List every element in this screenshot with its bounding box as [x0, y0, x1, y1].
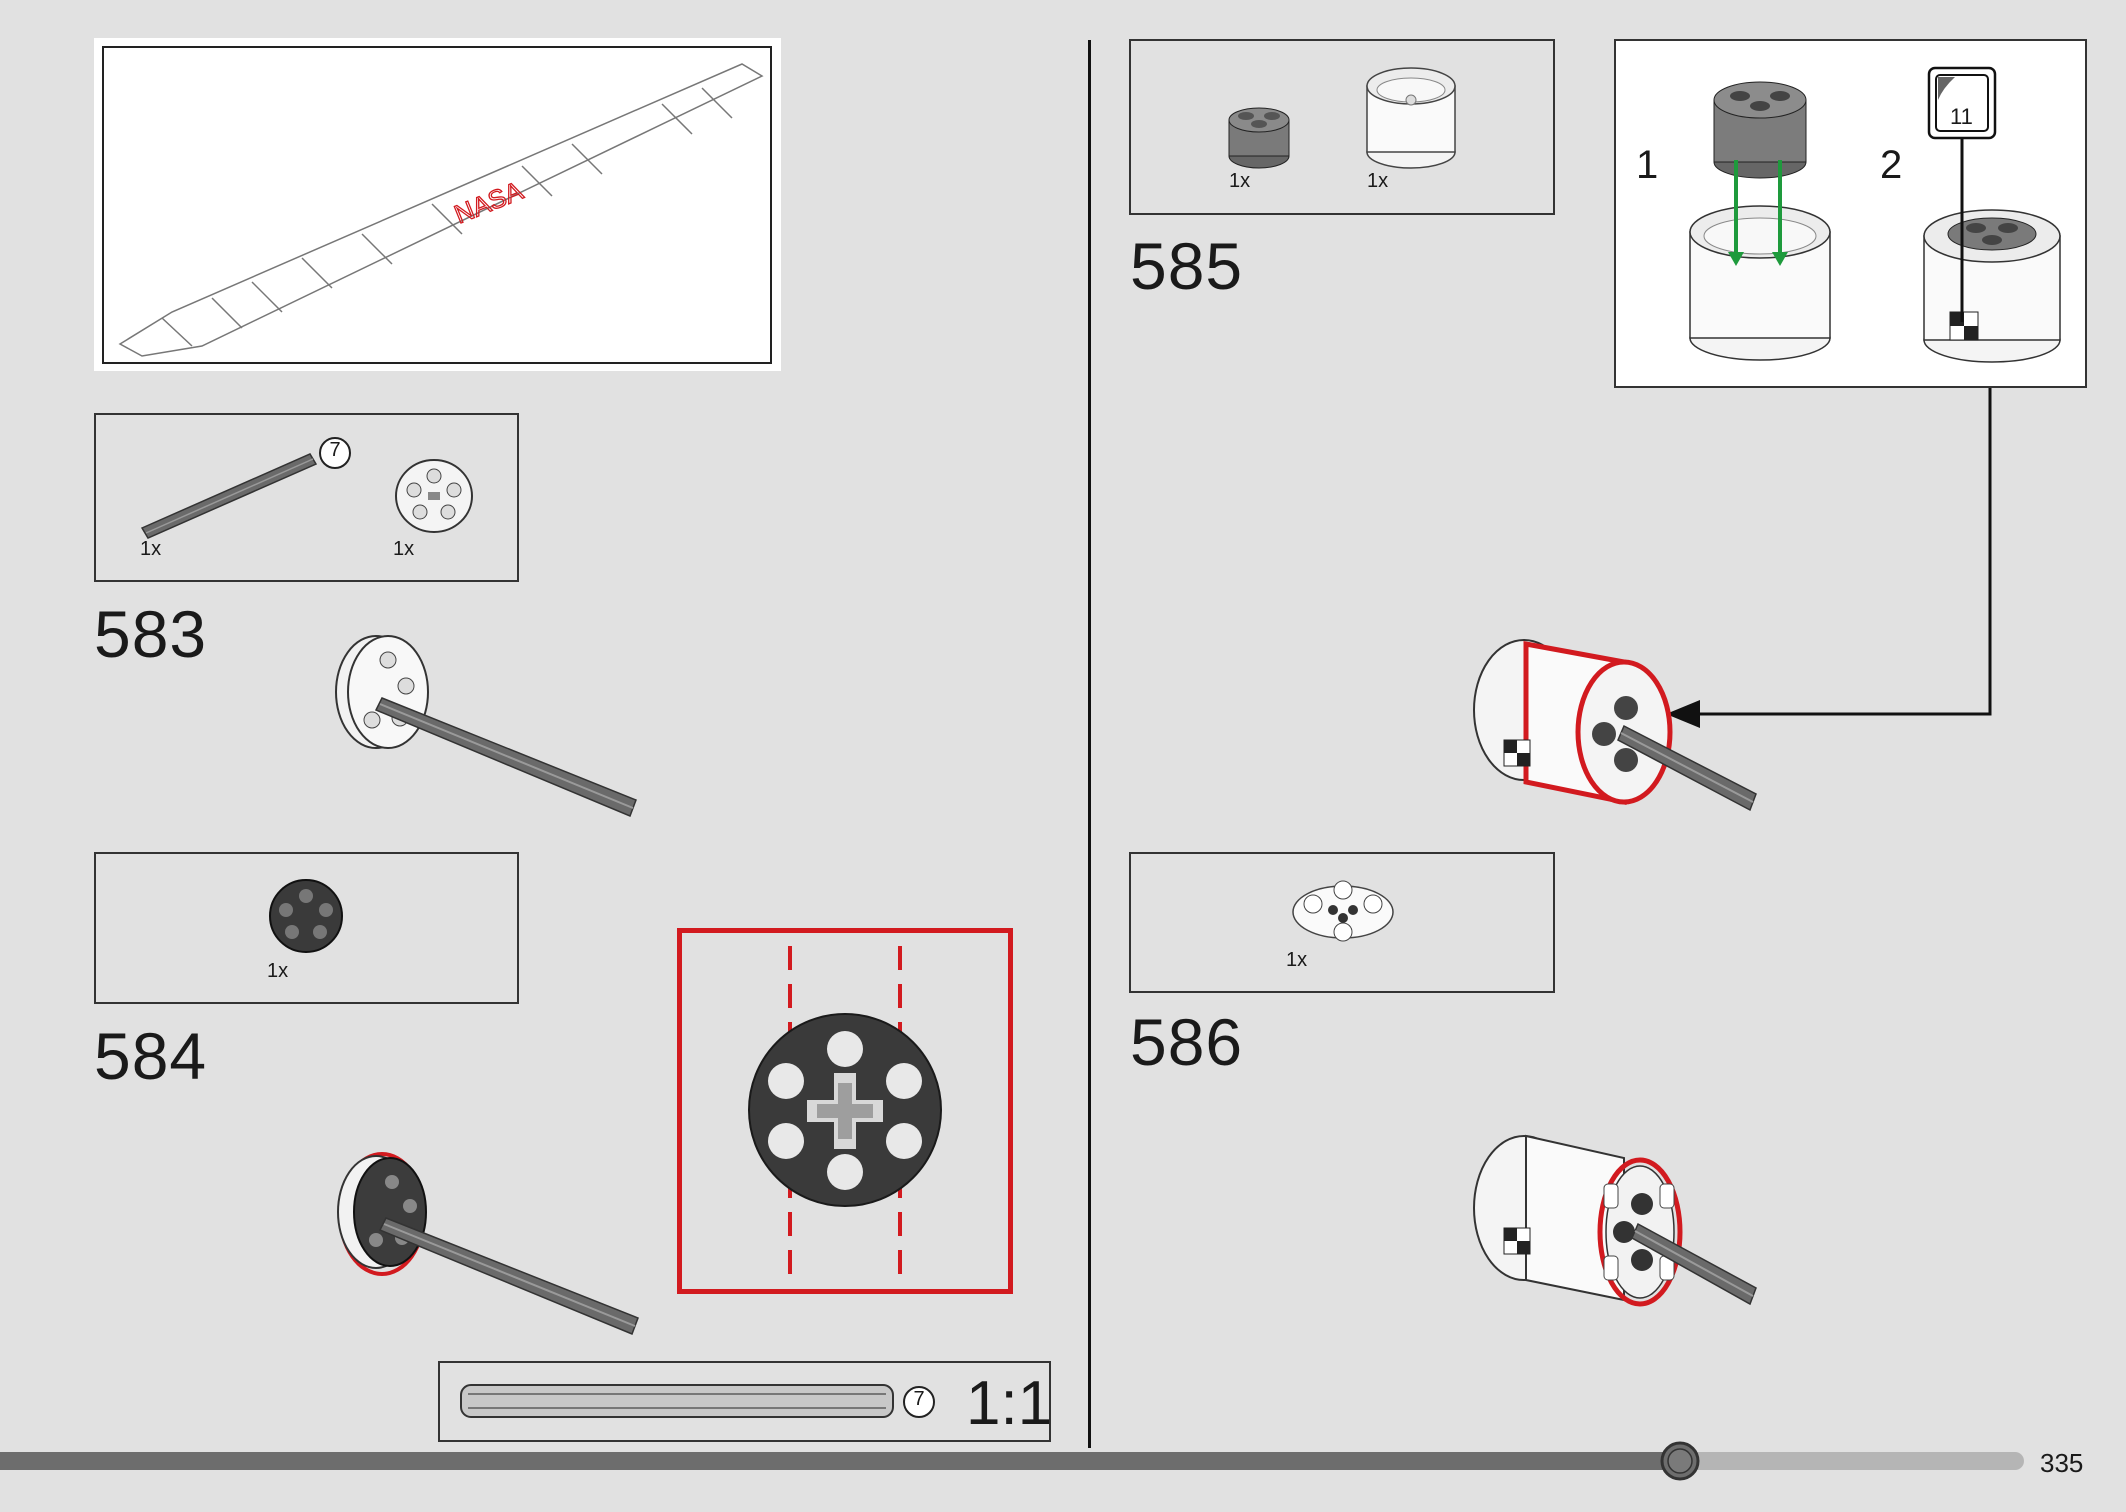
wheel-axle-assembly-583 [335, 635, 637, 817]
ruler-axle-icon [460, 1384, 894, 1418]
sticker-icon [1927, 66, 1997, 140]
page-divider [1088, 40, 1091, 1448]
wheel-axle-assembly-584 [337, 1152, 639, 1335]
axle-part-icon [140, 453, 318, 539]
progress-fill [0, 1452, 1680, 1470]
wheel-front-view [748, 946, 942, 1278]
orientation-callout [677, 928, 1013, 1294]
white-round-brick-part-icon [1366, 67, 1456, 169]
step-number-586: 586 [1130, 1005, 1244, 1079]
part-qty: 1x [267, 960, 289, 982]
substep-1-illustration [1689, 81, 1831, 361]
sticker-number: 11 [1950, 104, 1973, 129]
length-badge-label: 7 [329, 439, 341, 461]
part-qty: 1x [393, 538, 415, 560]
substep-2-illustration [1923, 209, 2061, 363]
ruler-length-label: 7 [913, 1388, 925, 1410]
bar-holder-part-icon [1292, 880, 1394, 942]
part-qty: 1x [140, 538, 162, 560]
sticker-pointer-line [1960, 138, 1964, 322]
part-qty: 1x [1229, 170, 1251, 192]
cylinder-assembly-586 [1473, 1134, 1757, 1307]
step-number-583: 583 [94, 597, 208, 671]
substep-number-1: 1 [1636, 143, 1659, 187]
wheel-part-icon [395, 459, 473, 533]
parts-box-585 [1129, 39, 1555, 215]
round-brick-part-icon [1228, 107, 1290, 169]
substep-number-2: 2 [1880, 143, 1903, 187]
step-number-584: 584 [94, 1019, 208, 1093]
step-number-585: 585 [1130, 229, 1244, 303]
ruler-length-badge-icon [903, 1386, 935, 1418]
cylinder-assembly-585 [1473, 639, 1757, 812]
rocket-illustration: NASA [118, 63, 764, 357]
page-number: 335 [2040, 1448, 2084, 1478]
part-qty: 1x [1286, 949, 1308, 971]
length-badge-icon [319, 437, 351, 469]
part-qty: 1x [1367, 170, 1389, 192]
progress-handle-icon[interactable] [1659, 1440, 1701, 1482]
scale-label: 1:1 [966, 1369, 1053, 1438]
subassembly-arrow [1666, 388, 1992, 728]
dark-wheel-part-icon [269, 879, 343, 953]
